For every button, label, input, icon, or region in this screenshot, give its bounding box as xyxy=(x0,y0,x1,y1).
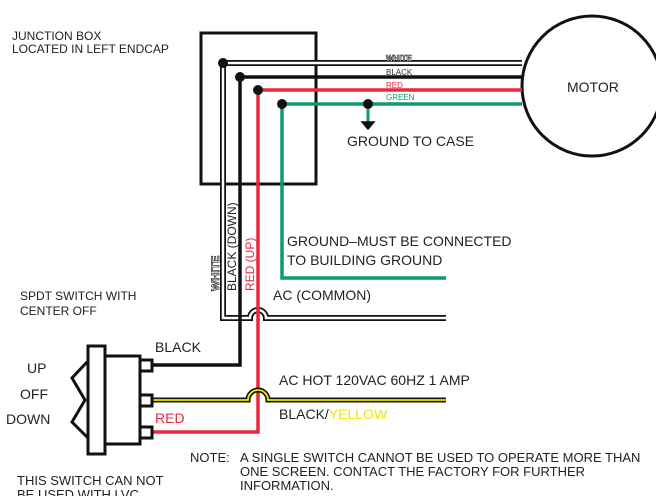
switch-red-label: RED xyxy=(155,410,185,426)
switch-black-label: BLACK xyxy=(155,339,202,355)
green-terminal-dot xyxy=(277,99,287,109)
green-wire xyxy=(280,102,522,280)
note-line: INFORMATION. xyxy=(240,478,334,493)
note-line: ONE SCREEN. CONTACT THE FACTORY FOR FURT… xyxy=(240,464,585,479)
junction-box-label: LOCATED IN LEFT ENDCAP xyxy=(12,42,169,56)
black-part: BLACK/ xyxy=(279,406,329,422)
switch-warning: THIS SWITCH CAN NOT xyxy=(17,473,164,488)
motor-label: MOTOR xyxy=(567,79,619,95)
ground-branch-dot xyxy=(363,99,373,109)
ac-common-label: AC (COMMON) xyxy=(273,287,371,303)
spdt-switch xyxy=(70,344,154,456)
ground-building-label: GROUND–MUST BE CONNECTED xyxy=(287,233,512,249)
black-wire xyxy=(152,75,522,367)
ground-building-label: TO BUILDING GROUND xyxy=(287,252,442,268)
switch-pos-up: UP xyxy=(27,360,46,376)
vertical-black-label: BLACK (DOWN) xyxy=(225,202,239,291)
ground-symbol-icon xyxy=(360,121,376,131)
vertical-white-label: WHITE xyxy=(210,256,222,291)
switch-type-label: SPDT SWITCH WITH xyxy=(20,289,136,303)
wire-label-white: WHITE xyxy=(386,54,412,63)
note-line: A SINGLE SWITCH CANNOT BE USED TO OPERAT… xyxy=(240,450,640,465)
wire-label-green: GREEN xyxy=(386,93,415,102)
vertical-red-label: RED (UP) xyxy=(243,238,257,291)
red-terminal-dot xyxy=(253,85,263,95)
switch-pos-down: DOWN xyxy=(6,411,50,427)
white-terminal-dot xyxy=(218,58,228,68)
motor xyxy=(520,14,656,158)
red-wire xyxy=(152,88,522,434)
switch-pos-off: OFF xyxy=(20,386,48,402)
wire-label-red: RED xyxy=(386,81,403,90)
black-terminal-dot xyxy=(235,72,245,82)
note-label: NOTE: xyxy=(190,450,230,465)
switch-type-label: CENTER OFF xyxy=(20,304,97,318)
ac-hot-label: AC HOT 120VAC 60HZ 1 AMP xyxy=(279,372,470,388)
black-yellow-wire xyxy=(152,387,446,403)
yellow-part: YELLOW xyxy=(329,406,388,422)
black-yellow-label: BLACK/YELLOW xyxy=(279,406,388,422)
ground-to-case-label: GROUND TO CASE xyxy=(347,133,474,149)
junction-box-label: JUNCTION BOX xyxy=(12,29,101,43)
wire-label-black: BLACK xyxy=(386,68,413,77)
switch-warning: BE USED WITH LVC xyxy=(17,487,139,496)
